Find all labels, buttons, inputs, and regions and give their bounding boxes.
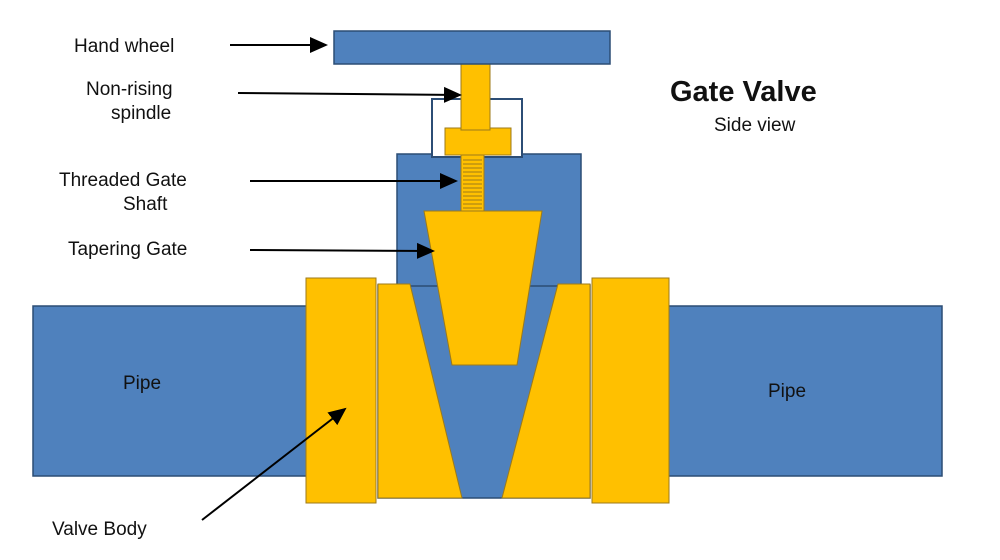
label-tapering-gate: Tapering Gate: [68, 239, 187, 260]
diagram-subtitle: Side view: [714, 115, 796, 136]
label-pipe-left: Pipe: [123, 373, 161, 394]
arrow-valve-body: [201, 407, 347, 521]
pipe-right: [667, 305, 943, 477]
label-shaft-line2: Shaft: [123, 194, 168, 215]
non-rising-spindle: [460, 63, 491, 131]
label-shaft-line1: Threaded Gate: [59, 170, 187, 191]
seat-wedge-right: [501, 283, 591, 499]
valve-flange-right: [591, 277, 670, 504]
label-spindle-line2: spindle: [111, 103, 171, 124]
valve-flange-left: [305, 277, 377, 504]
tapering-gate: [423, 210, 543, 366]
label-hand-wheel: Hand wheel: [74, 36, 174, 57]
label-spindle-line1: Non-rising: [86, 79, 173, 100]
shaft-threads: [463, 159, 482, 209]
seat-wedge-left: [377, 283, 463, 499]
arrow-spindle: [237, 86, 462, 103]
diagram-title: Gate Valve: [670, 76, 817, 108]
label-valve-body: Valve Body: [52, 519, 147, 540]
pipe-left: [32, 305, 309, 477]
label-pipe-right: Pipe: [768, 381, 806, 402]
hand-wheel: [333, 30, 611, 65]
gland-nut: [444, 127, 512, 156]
arrow-tapering-gate: [249, 242, 435, 259]
